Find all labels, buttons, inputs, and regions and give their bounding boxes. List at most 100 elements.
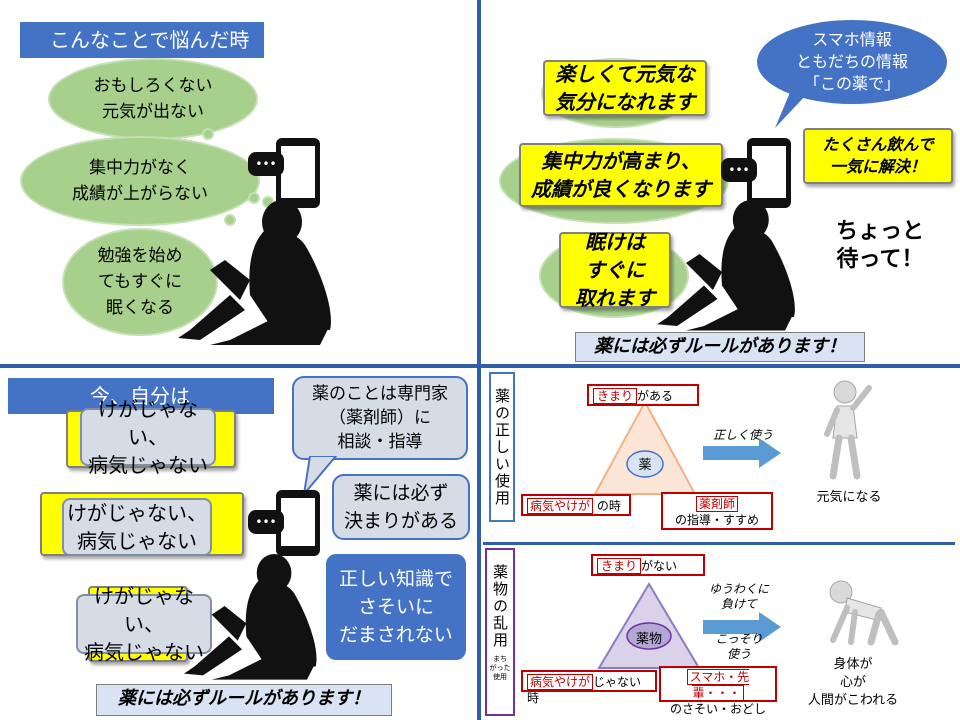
peer-rest-text: のさそい・おどし [669, 702, 766, 716]
horizontal-divider [0, 364, 960, 368]
correct-use-triangle [593, 399, 697, 495]
illness-box: 病気やけが の時 [521, 494, 631, 516]
no-rule-red-text: きまり [597, 558, 642, 574]
status-box-2: けがじゃない、病気じゃない [62, 498, 212, 556]
promo-line-2: 一気に解決！ [829, 157, 926, 176]
status-2-line-2: 病気じゃない [77, 529, 197, 553]
claim-2-line-2: 成績が良くなります [531, 177, 711, 201]
broken-line-3: 人間がこわれる [807, 693, 899, 708]
not-ill-rest-text: じゃない時 [527, 675, 642, 705]
expert-line-3: 相談・指導 [337, 432, 423, 452]
chat-dots: ••• [728, 163, 750, 177]
abuse-triangle [597, 582, 701, 669]
abuse-sublabel-line-1: まち [493, 655, 507, 663]
abuse-label-box: 薬物の乱用 まち がった 使用 [485, 548, 515, 716]
illness-rest-text: の時 [596, 499, 621, 513]
info-line-2: ともだちの情報 [795, 52, 908, 71]
peer-pressure-box: スマホ・先輩・・・ のさそい・おどし [659, 666, 777, 716]
knowledge-line-1: 正しい知識で [338, 568, 453, 590]
no-rule-rest-text: がない [641, 559, 678, 573]
worry-2-line-2: 成績が上がらない [72, 184, 208, 204]
temptation-line-1: ゆうわくに [708, 582, 769, 596]
rule-exists-box: きまりがある [587, 384, 699, 406]
knowledge-line-3: だまされない [339, 624, 453, 646]
claim-2-line-1: 集中力が高まり、 [541, 149, 701, 173]
chat-dots: ••• [255, 157, 277, 171]
status-box-3: けがじゃない、病気じゃない [76, 584, 212, 664]
pharmacist-box: 薬剤師 の指導・すすめ [661, 492, 773, 530]
pharmacist-rest-text: の指導・すすめ [674, 513, 759, 527]
knowledge-box: 正しい知識でさそいにだまされない [326, 554, 466, 660]
chat-dots: ••• [255, 515, 277, 529]
sitting-person-icon [183, 554, 317, 680]
wait-line-2: 待って！ [836, 247, 924, 272]
rules-line-2: 決まりがある [343, 510, 458, 532]
info-line-1: スマホ情報 [812, 30, 892, 49]
worry-1-line-2: 元気が出ない [102, 102, 204, 122]
smartphone-icon [276, 138, 320, 208]
not-ill-box: 病気やけがじゃない時 [521, 670, 657, 705]
wait-text: ちょっと待って！ [825, 218, 935, 274]
vertical-divider [477, 0, 481, 720]
sitting-person-icon [178, 200, 331, 345]
broken-result-label: 身体が 心が 人間がこわれる [793, 656, 913, 710]
sitting-person-icon [657, 200, 795, 331]
claim-box-3: 眠けはすぐに取れます [559, 230, 671, 310]
drug-center-label: 薬 [638, 458, 652, 473]
status-box-1: けがじゃない、病気じゃない [80, 397, 216, 477]
healthy-figure-icon [824, 380, 872, 480]
panel-self-check: 今、自分は けがじゃない、病気じゃない けがじゃない、病気じゃない けがじゃない… [0, 368, 477, 720]
substance-center-label: 薬物 [635, 632, 662, 647]
worries-title: こんなことで悩んだ時 [20, 22, 264, 58]
panel-worries: こんなことで悩んだ時 おもしろくない元気が出ない 集中力がなく成績が上がらない … [0, 0, 477, 364]
right-arrow-icon [703, 438, 781, 468]
temptation-arrow-label: ゆうわくに 負けて [699, 582, 779, 612]
thought-bubble [202, 128, 214, 140]
worry-3-line-3: 眠くなる [106, 298, 174, 318]
worry-3-line-1: 勉強を始め [97, 246, 183, 266]
rules-line-1: 薬には必ず [353, 482, 449, 504]
collapsed-figure-icon [829, 580, 899, 646]
broken-line-1: 身体が [833, 657, 873, 672]
abuse-label: 薬物の乱用 [491, 564, 509, 649]
rule-banner: 薬には必ずルールがあります！ [575, 332, 865, 362]
claim-3-line-3: 取れます [575, 286, 655, 310]
status-3-line-2: 病気じゃない [84, 640, 204, 664]
wait-line-1: ちょっと [835, 219, 924, 244]
claim-3-line-1: 眠けは [585, 230, 645, 254]
temptation-line-2: 負けて [720, 597, 757, 611]
right-arrow-icon [703, 612, 781, 642]
secret-use-label: こっそり 使う [699, 632, 779, 662]
broken-line-2: 心が [839, 675, 866, 690]
worry-1-line-1: おもしろくない [93, 76, 213, 96]
worry-cloud-1: おもしろくない元気が出ない [48, 58, 258, 140]
worry-cloud-2: 集中力がなく成績が上がらない [20, 136, 260, 226]
healthy-result-label: 元気になる [816, 490, 882, 505]
status-3-line-1: けがじゃない、 [94, 584, 194, 636]
expert-speech-box: 薬のことは専門家（薬剤師）に相談・指導 [292, 376, 468, 460]
smartphone-icon [276, 490, 320, 556]
panel-comparison: 薬の正しい使用 薬 きまりがある 病気やけが の時 薬剤師 の指導・すすめ 正し… [481, 368, 960, 720]
worry-cloud-3: 勉強を始めてもすぐに眠くなる [62, 228, 218, 336]
secret-use-line-2: 使う [726, 647, 751, 661]
expert-line-2: （薬剤師）に [329, 408, 431, 428]
claim-3-line-2: すぐに [585, 258, 645, 282]
rule-red-text: きまり [593, 388, 638, 404]
peer-red-text: スマホ・先輩・・・ [686, 669, 750, 701]
correct-use-label: 薬の正しい使用 [493, 387, 511, 507]
correct-use-label-box: 薬の正しい使用 [489, 372, 515, 522]
speech-tail [775, 90, 807, 128]
chat-bubble-icon: ••• [248, 152, 284, 176]
worry-3-line-2: てもすぐに [97, 272, 183, 292]
claim-1-line-1: 楽しくて元気な [555, 62, 695, 86]
claim-1-line-2: 気分になれます [555, 90, 695, 114]
rule-banner: 薬には必ずルールがあります！ [96, 684, 392, 716]
info-speech-bubble: スマホ情報ともだちの情報「この薬で」 [757, 20, 947, 104]
speech-tail [302, 456, 338, 496]
thought-bubble [224, 214, 236, 226]
illness-red-text: 病気やけが [527, 498, 594, 514]
knowledge-line-2: さそいに [357, 596, 434, 618]
chat-bubble-icon: ••• [248, 510, 284, 534]
worry-2-line-1: 集中力がなく [89, 158, 191, 178]
chat-bubble-icon: ••• [721, 158, 757, 182]
